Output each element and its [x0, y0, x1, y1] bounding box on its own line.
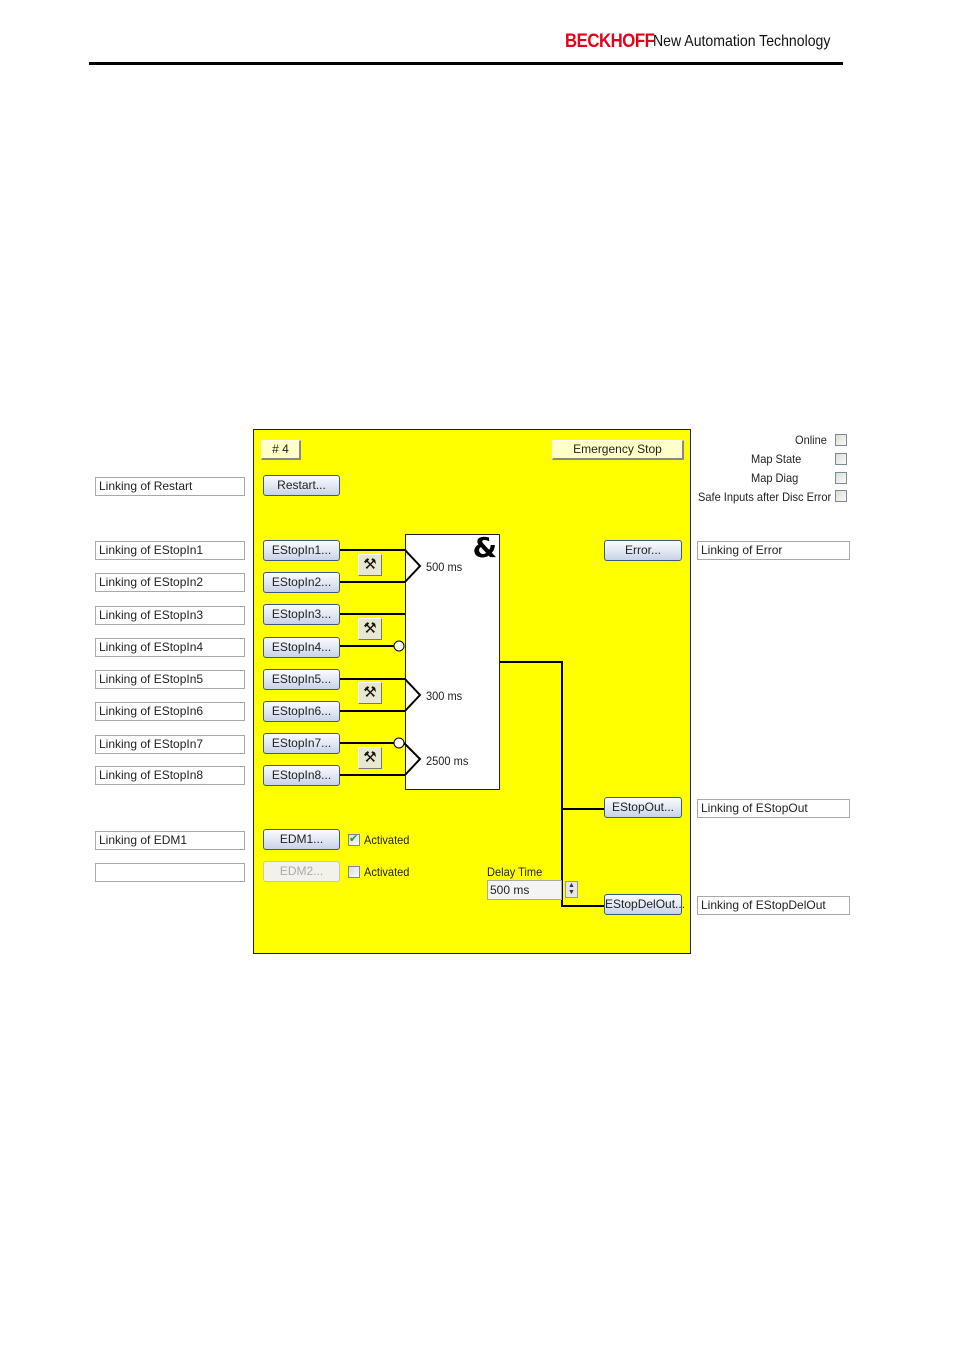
estopin1-button[interactable]: EStopIn1...	[263, 540, 340, 561]
link-field-edm2[interactable]	[95, 863, 245, 882]
edm1-button[interactable]: EDM1...	[263, 829, 340, 850]
and-symbol: &	[472, 531, 497, 564]
delay-time-spinner[interactable]: ▲▼	[565, 881, 578, 898]
option-map-state-checkbox[interactable]	[835, 453, 847, 465]
discrepancy-time-1: 500 ms	[426, 560, 463, 574]
beckhoff-logo: BECKHOFF	[565, 31, 655, 52]
tools-icon[interactable]: ⚒	[358, 747, 382, 769]
link-field-edm1[interactable]: Linking of EDM1	[95, 831, 245, 850]
link-field-estopin4[interactable]: Linking of EStopIn4	[95, 638, 245, 657]
estopin6-button[interactable]: EStopIn6...	[263, 701, 340, 722]
edm2-activated-label: Activated	[364, 865, 410, 879]
link-field-estopin3[interactable]: Linking of EStopIn3	[95, 606, 245, 625]
link-field-restart[interactable]: Linking of Restart	[95, 477, 245, 496]
header-slogan: New Automation Technology	[653, 33, 831, 50]
estopout-button[interactable]: EStopOut...	[604, 797, 682, 818]
estopin7-button[interactable]: EStopIn7...	[263, 733, 340, 754]
tools-icon[interactable]: ⚒	[358, 554, 382, 576]
error-button[interactable]: Error...	[604, 540, 682, 561]
link-field-estopin1[interactable]: Linking of EStopIn1	[95, 541, 245, 560]
link-field-estopin8[interactable]: Linking of EStopIn8	[95, 766, 245, 785]
header-divider	[89, 62, 843, 65]
tools-icon[interactable]: ⚒	[358, 618, 382, 640]
option-safe-inputs-checkbox[interactable]	[835, 490, 847, 502]
link-field-estopin2[interactable]: Linking of EStopIn2	[95, 573, 245, 592]
edm1-activated-checkbox[interactable]	[348, 832, 360, 846]
discrepancy-time-2: 300 ms	[426, 689, 463, 703]
option-map-diag-checkbox[interactable]	[835, 472, 847, 484]
link-field-estopdelout[interactable]: Linking of EStopDelOut	[697, 896, 850, 915]
tools-icon[interactable]: ⚒	[358, 682, 382, 704]
estopin8-button[interactable]: EStopIn8...	[263, 765, 340, 786]
estopdelout-button[interactable]: EStopDelOut...	[604, 894, 685, 915]
block-number-label: # 4	[261, 440, 301, 460]
estopin3-button[interactable]: EStopIn3...	[263, 604, 340, 625]
link-field-error[interactable]: Linking of Error	[697, 541, 850, 560]
delay-time-label: Delay Time	[487, 865, 543, 879]
discrepancy-time-3: 2500 ms	[426, 754, 469, 768]
edm1-activated-label: Activated	[364, 833, 410, 847]
function-name-label: Emergency Stop	[552, 440, 684, 460]
option-map-diag-label: Map Diag	[751, 471, 799, 485]
edm2-button: EDM2...	[263, 861, 340, 882]
delay-time-input[interactable]: 500 ms	[487, 880, 562, 900]
option-safe-inputs-label: Safe Inputs after Disc Error	[698, 490, 832, 504]
estopin4-button[interactable]: EStopIn4...	[263, 637, 340, 658]
link-field-estopin5[interactable]: Linking of EStopIn5	[95, 670, 245, 689]
estopin5-button[interactable]: EStopIn5...	[263, 669, 340, 690]
edm2-activated-checkbox[interactable]	[348, 866, 360, 878]
estopin2-button[interactable]: EStopIn2...	[263, 572, 340, 593]
option-online-label: Online	[795, 433, 827, 447]
option-online-checkbox[interactable]	[835, 434, 847, 446]
link-field-estopin6[interactable]: Linking of EStopIn6	[95, 702, 245, 721]
option-map-state-label: Map State	[751, 452, 802, 466]
link-field-estopout[interactable]: Linking of EStopOut	[697, 799, 850, 818]
link-field-estopin7[interactable]: Linking of EStopIn7	[95, 735, 245, 754]
restart-button[interactable]: Restart...	[263, 475, 340, 496]
